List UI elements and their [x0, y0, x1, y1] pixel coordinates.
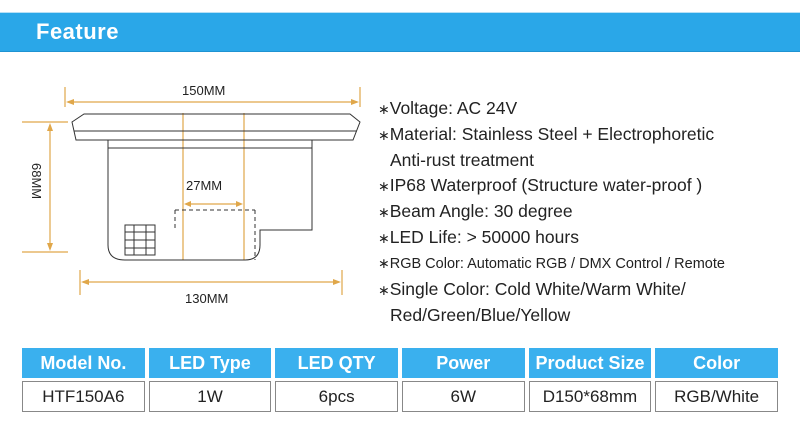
- lamp-body-outline: [71, 113, 361, 261]
- cell-color: RGB/White: [655, 381, 778, 412]
- asterisk-icon: ∗: [378, 127, 390, 143]
- section-title: Feature: [36, 19, 119, 44]
- header-cell: Color: [655, 348, 778, 378]
- dimension-arrows: [47, 99, 359, 285]
- spec-item: ∗Voltage: AC 24V: [378, 98, 518, 118]
- dimension-label-150mm: 150MM: [182, 83, 225, 98]
- asterisk-icon: ∗: [378, 282, 390, 298]
- cell-power: 6W: [401, 381, 525, 412]
- spec-item: ∗Material: Stainless Steel + Electrophor…: [378, 124, 715, 170]
- spec-item: ∗Single Color: Cold White/Warm White/Red…: [378, 279, 686, 325]
- spec-item: ∗IP68 Waterproof (Structure water-proof …: [378, 175, 703, 195]
- spec-item: ∗Beam Angle: 30 degree: [378, 201, 573, 221]
- cell-led-qty: 6pcs: [275, 381, 398, 412]
- feature-list: ∗Voltage: AC 24V ∗Material: Stainless St…: [378, 96, 798, 328]
- product-dimension-drawing: 150MM 27MM 130MM 68MM: [22, 83, 361, 306]
- asterisk-icon: ∗: [378, 230, 390, 246]
- asterisk-icon: ∗: [378, 101, 390, 117]
- asterisk-icon: ∗: [378, 204, 390, 220]
- table-header-row: Model No. LED Type LED QTY Power Product…: [22, 348, 778, 378]
- spec-item: ∗LED Life: > 50000 hours: [378, 227, 579, 247]
- header-cell: Power: [401, 348, 525, 378]
- cell-model: HTF150A6: [22, 381, 145, 412]
- header-cell: LED QTY: [275, 348, 398, 378]
- dimension-label-130mm: 130MM: [185, 291, 228, 306]
- cell-led-type: 1W: [148, 381, 272, 412]
- header-cell: Model No.: [22, 348, 145, 378]
- asterisk-icon: ∗: [378, 178, 390, 194]
- header-cell: Product Size: [528, 348, 652, 378]
- dimension-label-27mm: 27MM: [186, 178, 222, 193]
- dimension-label-68mm: 68MM: [29, 163, 44, 199]
- asterisk-icon: ∗: [378, 255, 390, 271]
- spec-item: ∗RGB Color: Automatic RGB / DMX Control …: [378, 255, 725, 272]
- product-spec-table: Model No. LED Type LED QTY Power Product…: [18, 345, 782, 415]
- header-cell: LED Type: [148, 348, 272, 378]
- feature-banner: Feature: [0, 12, 800, 52]
- dimension-lines: [22, 87, 361, 295]
- table-row: HTF150A6 1W 6pcs 6W D150*68mm RGB/White: [22, 381, 778, 412]
- cell-product-size: D150*68mm: [528, 381, 652, 412]
